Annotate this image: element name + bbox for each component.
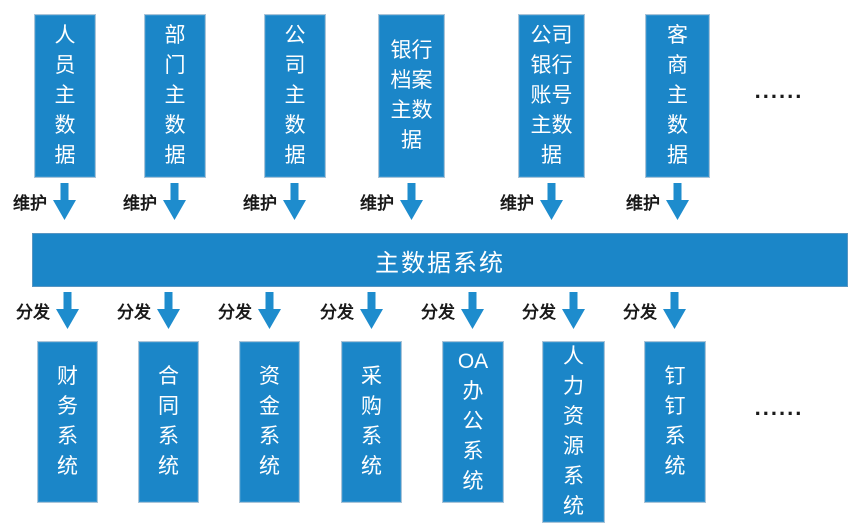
maintain-flow: 维护 [243, 183, 306, 220]
target-system-box: 财 务 系 统 [37, 341, 98, 503]
target-system-box: 钉 钉 系 统 [644, 341, 706, 503]
target-system-label: 财 务 系 统 [57, 365, 78, 478]
maintain-flow: 维护 [360, 183, 423, 220]
maintain-label: 维护 [123, 194, 157, 213]
target-system-box: 资 金 系 统 [239, 341, 300, 503]
target-system-label: 合 同 系 统 [158, 365, 179, 478]
source-system-box: 银行 档案 主数 据 [378, 14, 445, 178]
source-system-label: 公司 银行 账号 主数 据 [530, 24, 573, 167]
distribute-flow: 分发 [421, 292, 484, 329]
down-arrow-icon [400, 183, 423, 220]
source-system-label: 客 商 主 数 据 [667, 24, 688, 167]
down-arrow-icon [540, 183, 563, 220]
source-system-box: 部 门 主 数 据 [144, 14, 206, 178]
source-system-box: 客 商 主 数 据 [645, 14, 710, 178]
target-system-label: 采 购 系 统 [361, 365, 382, 478]
target-ellipsis: ...... [754, 395, 804, 420]
source-system-box: 人 员 主 数 据 [34, 14, 96, 178]
distribute-flow: 分发 [16, 292, 79, 329]
distribute-label: 分发 [522, 303, 556, 322]
down-arrow-icon [56, 292, 79, 329]
source-system-box: 公 司 主 数 据 [264, 14, 326, 178]
source-system-label: 人 员 主 数 据 [54, 24, 76, 167]
distribute-flow: 分发 [320, 292, 383, 329]
maintain-label: 维护 [626, 194, 660, 213]
maintain-label: 维护 [243, 194, 277, 213]
target-system-box: 合 同 系 统 [138, 341, 199, 503]
distribute-label: 分发 [623, 303, 657, 322]
down-arrow-icon [163, 183, 186, 220]
distribute-label: 分发 [421, 303, 455, 322]
hub-bar: 主数据系统 [32, 233, 848, 287]
distribute-label: 分发 [117, 303, 151, 322]
down-arrow-icon [53, 183, 76, 220]
distribute-label: 分发 [16, 303, 50, 322]
down-arrow-icon [157, 292, 180, 329]
distribute-flow: 分发 [522, 292, 585, 329]
down-arrow-icon [461, 292, 484, 329]
maintain-flow: 维护 [626, 183, 689, 220]
source-system-label: 银行 档案 主数 据 [390, 39, 433, 152]
source-system-box: 公司 银行 账号 主数 据 [518, 14, 585, 178]
maintain-label: 维护 [360, 194, 394, 213]
distribute-flow: 分发 [623, 292, 686, 329]
source-system-label: 部 门 主 数 据 [164, 24, 186, 167]
maintain-flow: 维护 [500, 183, 563, 220]
maintain-label: 维护 [13, 194, 47, 213]
source-ellipsis: ...... [754, 78, 804, 103]
maintain-flow: 维护 [13, 183, 76, 220]
distribute-flow: 分发 [117, 292, 180, 329]
target-system-box: 采 购 系 统 [341, 341, 402, 503]
target-system-label: 钉 钉 系 统 [664, 365, 686, 478]
down-arrow-icon [666, 183, 689, 220]
target-system-label: OA 办 公 系 统 [457, 350, 489, 493]
down-arrow-icon [258, 292, 281, 329]
maintain-flow: 维护 [123, 183, 186, 220]
target-system-box: 人 力 资 源 系 统 [542, 341, 605, 523]
down-arrow-icon [360, 292, 383, 329]
source-system-label: 公 司 主 数 据 [284, 24, 306, 167]
distribute-flow: 分发 [218, 292, 281, 329]
down-arrow-icon [283, 183, 306, 220]
down-arrow-icon [562, 292, 585, 329]
down-arrow-icon [663, 292, 686, 329]
target-system-label: 人 力 资 源 系 统 [563, 345, 584, 518]
target-system-label: 资 金 系 统 [259, 365, 280, 478]
distribute-label: 分发 [218, 303, 252, 322]
distribute-label: 分发 [320, 303, 354, 322]
hub-label: 主数据系统 [375, 249, 505, 277]
maintain-label: 维护 [500, 194, 534, 213]
target-system-box: OA 办 公 系 统 [442, 341, 504, 503]
